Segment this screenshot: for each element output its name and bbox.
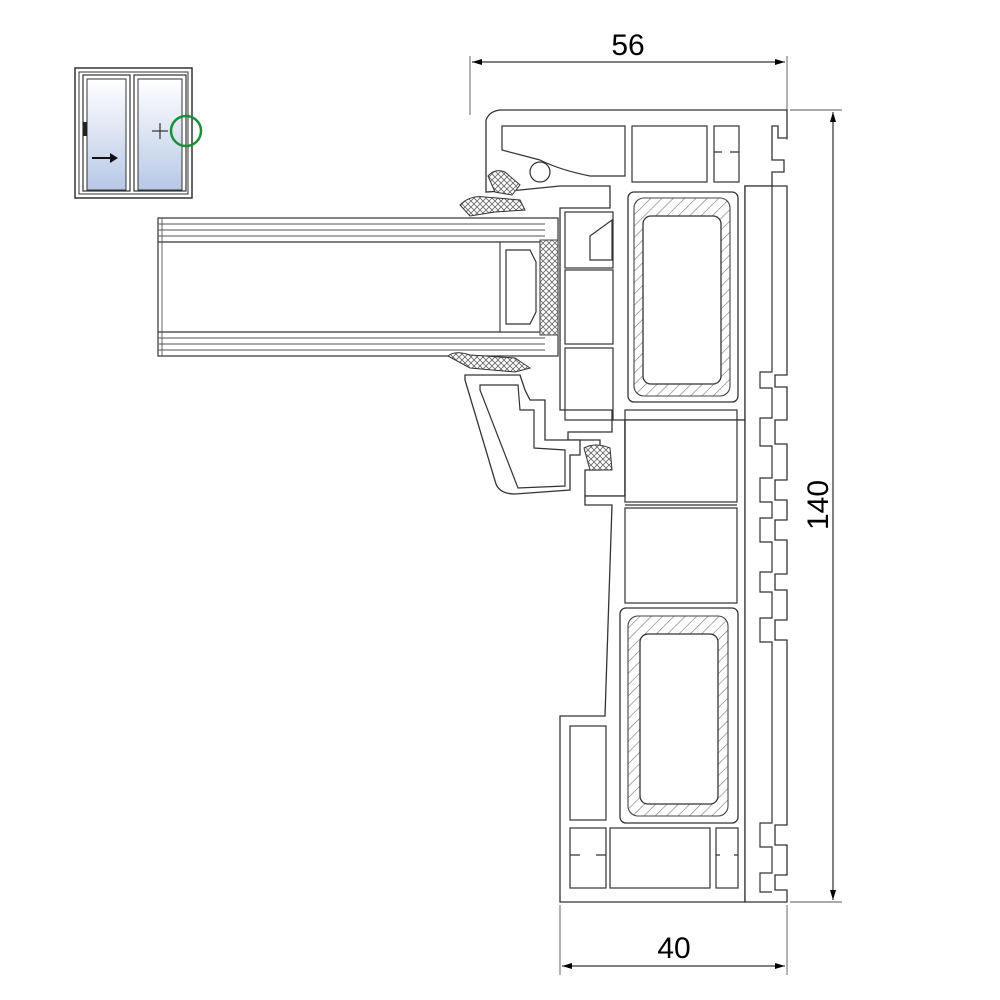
- sash-profile: [485, 109, 788, 497]
- detail-marker-circle: [169, 114, 203, 148]
- dimension-bottom-label: 40: [657, 932, 690, 965]
- handle-icon: [83, 122, 87, 136]
- dimension-right-label: 140: [802, 480, 835, 530]
- glazing-spacer: [499, 239, 559, 336]
- dimension-top: 56: [469, 29, 788, 140]
- plus-icon: [152, 123, 168, 139]
- dimension-bottom: 40: [559, 905, 788, 975]
- fixed-sash: [133, 74, 187, 192]
- dimension-right: 140: [790, 109, 842, 903]
- dimension-top-label: 56: [611, 29, 644, 62]
- gaskets: [447, 170, 613, 471]
- arrow-right-icon: [92, 153, 118, 163]
- glazing-bead: [464, 374, 581, 495]
- frame-outer-edge: [744, 185, 788, 903]
- frame-profile: [559, 409, 746, 903]
- glazing-unit: [157, 217, 559, 357]
- sliding-sash: [82, 74, 131, 192]
- window-thumbnail: [74, 67, 203, 199]
